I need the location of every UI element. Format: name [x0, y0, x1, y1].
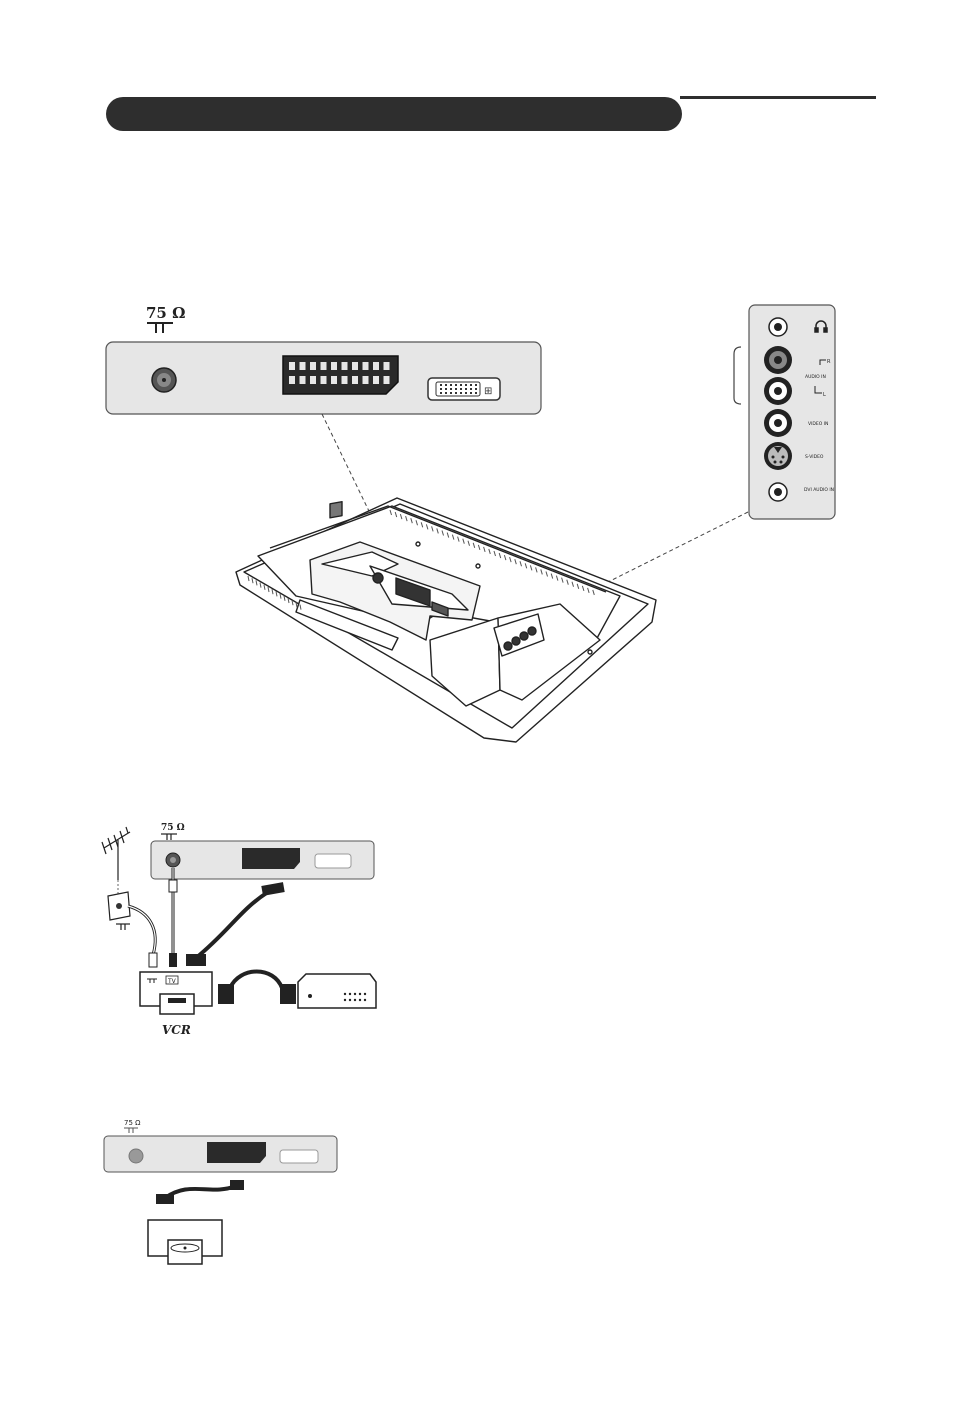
s-video-label: S-VIDEO: [805, 454, 824, 460]
vcr-tv-label: TV: [167, 978, 177, 985]
audio-right-jack-icon: [764, 346, 792, 374]
dvi-audio-in-label: DVI AUDIO IN: [804, 487, 834, 493]
svg-text:⊞: ⊞: [484, 386, 492, 397]
headphone-jack-icon: [768, 317, 788, 337]
antenna-symbol-icon: [147, 322, 173, 333]
decoder-device-icon: [297, 973, 377, 1009]
dvd-impedance-label: 75 Ω: [124, 1119, 141, 1127]
rear-panel-large: 75 Ω ⊞: [105, 304, 542, 415]
section-title-bar: [106, 97, 682, 131]
title-rule: [680, 96, 876, 99]
s-video-jack-icon: [764, 442, 792, 470]
antenna-socket-icon: [151, 367, 177, 393]
audio-in-label: AUDIO IN: [805, 374, 826, 380]
audio-left-label: L: [823, 392, 826, 398]
vcr-device-icon: [139, 971, 213, 1015]
antenna-impedance-label: 75 Ω: [146, 304, 185, 322]
video-in-jack-icon: [764, 409, 792, 437]
audio-left-jack-icon: [764, 377, 792, 405]
vcr-connection-diagram: 75 Ω: [101, 823, 377, 1037]
dvd-player-icon: [147, 1219, 223, 1265]
video-in-label: VIDEO IN: [808, 421, 828, 427]
audio-bracket: [814, 359, 826, 394]
headphone-icon: [814, 320, 828, 333]
audio-right-label: R: [827, 359, 831, 365]
dvi-socket-icon: ⊞: [427, 377, 501, 401]
antenna-aerial-icon: [101, 826, 131, 880]
vcr-impedance-label: 75 Ω: [161, 823, 185, 833]
side-panel: R L AUDIO IN VIDEO IN S-VIDEO DVI AUDIO …: [733, 304, 836, 520]
tv-rear-illustration: [235, 497, 657, 743]
vcr-antenna-symbol-icon: [161, 833, 177, 840]
scart-socket-icon: [282, 355, 399, 395]
wall-socket-icon: [107, 891, 131, 921]
vcr-label: VCR: [162, 1023, 191, 1037]
dvi-audio-jack-icon: [768, 482, 788, 502]
dvd-connection-diagram: 75 Ω: [103, 1119, 338, 1265]
